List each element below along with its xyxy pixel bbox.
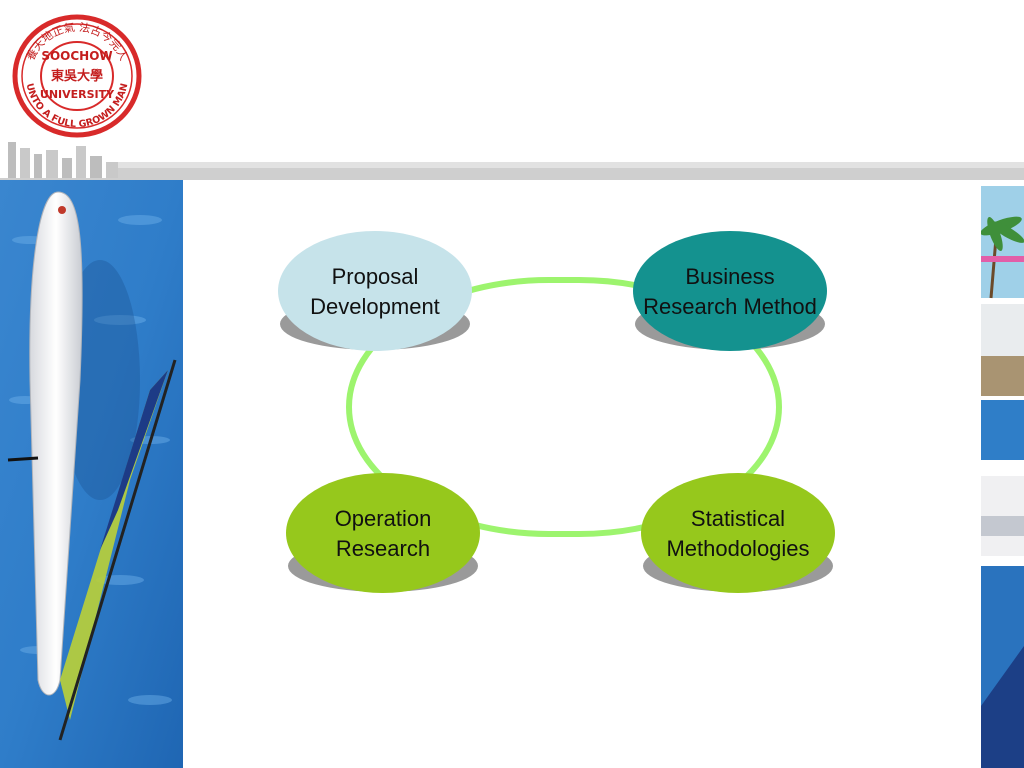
statistical-label-line-1: Statistical	[690, 506, 786, 531]
photo-collage	[981, 186, 1024, 768]
university-logo: 養天地正氣 法古今完人 UNTO A FULL GROWN MAN SOOCHO…	[12, 14, 142, 138]
operation-node	[286, 473, 480, 593]
windsurf-image	[0, 180, 183, 768]
logo-center-bottom-text: UNIVERSITY	[40, 88, 115, 101]
logo-center-chinese-text: 東吳大學	[51, 68, 103, 84]
statistical-label-line-2: Methodologies	[666, 536, 810, 561]
proposal-node-label: Proposal Development	[275, 262, 475, 322]
statistical-node	[641, 473, 835, 593]
business-label-line-1: Business	[685, 264, 775, 289]
right-photo-strip	[981, 186, 1024, 768]
university-seal-icon: 養天地正氣 法古今完人 UNTO A FULL GROWN MAN SOOCHO…	[12, 14, 142, 138]
business-node	[633, 231, 827, 351]
operation-label-line-1: Operation	[334, 506, 432, 531]
proposal-node	[278, 231, 472, 351]
header-bar-highlight	[118, 162, 1024, 168]
logo-center-top-text: SOOCHOW	[41, 49, 112, 63]
windsurf-photo	[0, 180, 183, 768]
operation-label-line-2: Research	[335, 536, 431, 561]
statistical-node-label: Statistical Methodologies	[638, 504, 838, 564]
cycle-ring	[346, 277, 782, 537]
business-label-line-2: Research Method	[643, 294, 817, 319]
business-node-label: Business Research Method	[620, 262, 840, 322]
proposal-label-line-1: Proposal	[331, 264, 419, 289]
proposal-label-line-2: Development	[310, 294, 440, 319]
operation-node-label: Operation Research	[283, 504, 483, 564]
